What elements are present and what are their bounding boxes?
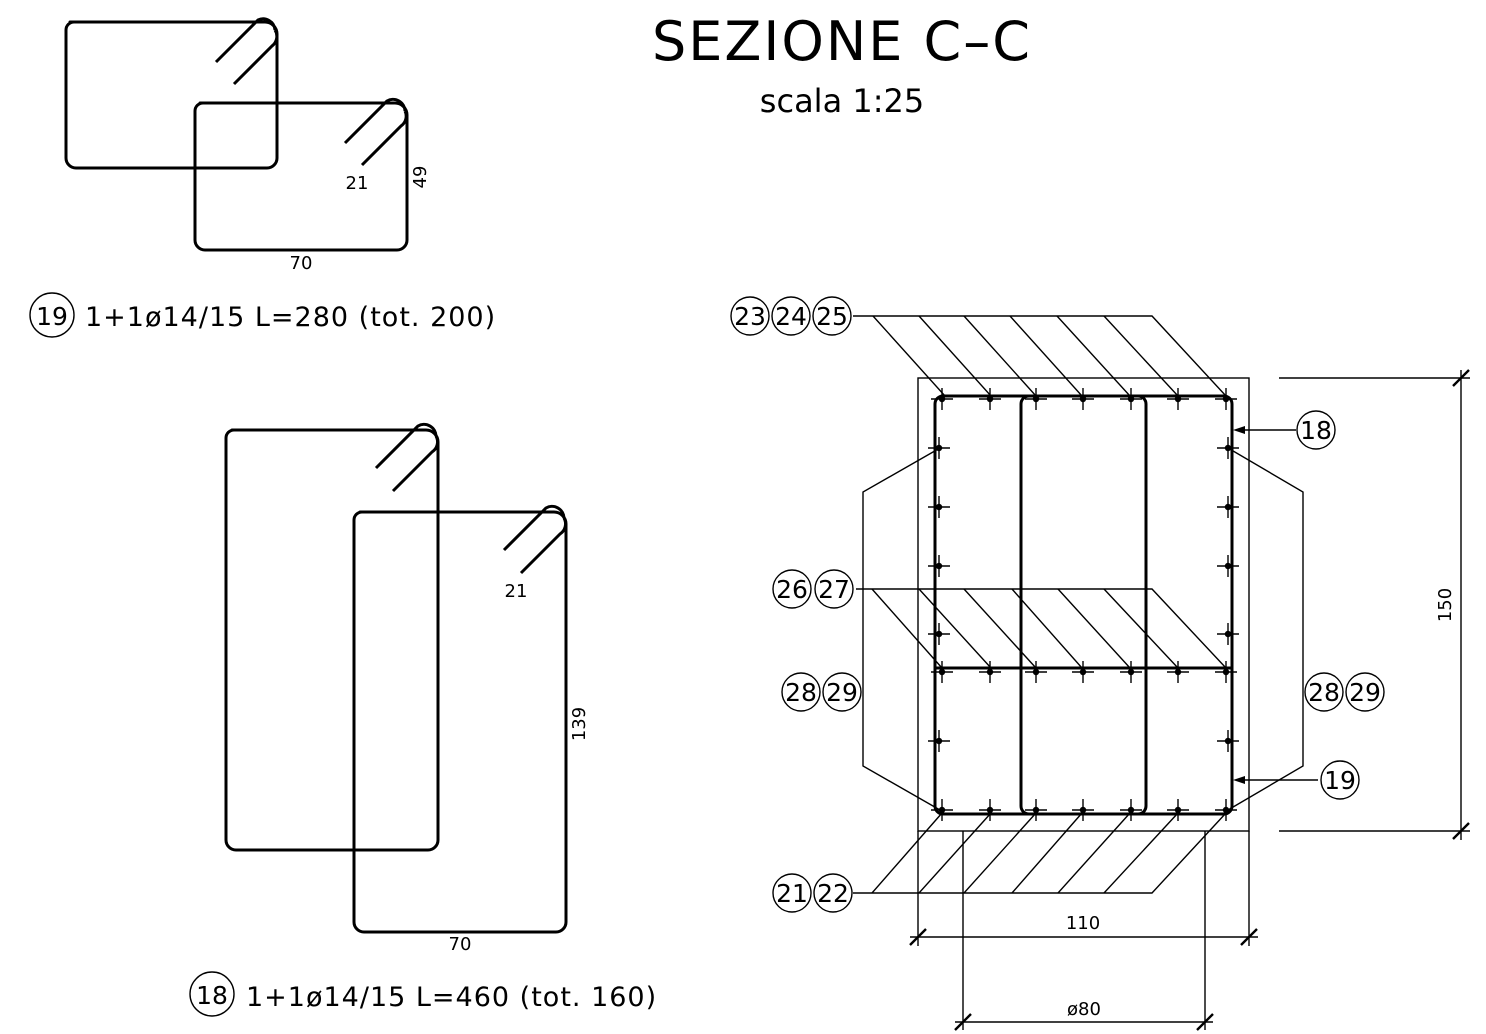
rebar-point [1079, 395, 1087, 403]
stirrup-19-spec: 1+1ø14/15 L=280 (tot. 200) [85, 302, 496, 333]
section-rebars [928, 388, 1239, 821]
stirrup-19-width-label: 70 [290, 253, 313, 274]
svg-text:29: 29 [1349, 678, 1381, 707]
rebar-point [1032, 395, 1040, 403]
rebar-point [1222, 395, 1230, 403]
stirrup-19-height-label: 49 [410, 166, 431, 189]
svg-text:22: 22 [817, 879, 849, 908]
svg-text:25: 25 [816, 302, 848, 331]
rebar-point [935, 562, 943, 570]
rebar-point [935, 737, 943, 745]
stirrup-18-hook-label: 21 [505, 581, 528, 602]
stirrup-18-shape [224, 422, 568, 934]
rebar-point [1222, 806, 1230, 814]
rebar-point [1174, 668, 1182, 676]
rebar-point [1127, 806, 1135, 814]
svg-text:23: 23 [734, 302, 766, 331]
stirrup-18-height-label: 139 [569, 707, 590, 741]
svg-text:24: 24 [775, 302, 807, 331]
svg-text:18: 18 [1300, 416, 1332, 445]
svg-text:28: 28 [785, 678, 817, 707]
callout-21-22: 21 22 [772, 873, 853, 913]
section-width-label: 110 [1066, 913, 1100, 934]
stirrup-19-hook-label: 21 [346, 173, 369, 194]
svg-text:28: 28 [1308, 678, 1340, 707]
rebar-point [1174, 806, 1182, 814]
svg-text:21: 21 [776, 879, 808, 908]
rebar-point [938, 806, 946, 814]
svg-text:19: 19 [1324, 766, 1356, 795]
callout-28-29-left: 28 29 [781, 672, 862, 712]
rebar-point [986, 806, 994, 814]
svg-text:19: 19 [36, 302, 68, 331]
svg-text:27: 27 [818, 575, 850, 604]
section-diameter-label: ø80 [1067, 999, 1101, 1020]
stirrup-18-mark: 18 [189, 971, 235, 1017]
svg-text:26: 26 [776, 575, 808, 604]
rebar-point [1224, 503, 1232, 511]
rebar-point [938, 395, 946, 403]
callout-28-29-right: 28 29 [1304, 672, 1385, 712]
section-outline [917, 377, 1250, 832]
rebar-point [1224, 630, 1232, 638]
rebar-point [1032, 668, 1040, 676]
rebar-point [1174, 395, 1182, 403]
callout-23-24-25: 23 24 25 [730, 296, 852, 336]
rebar-point [1224, 737, 1232, 745]
rebar-point [1127, 668, 1135, 676]
rebar-point [938, 668, 946, 676]
callout-18: 18 [1296, 410, 1336, 450]
callout-19: 19 [1320, 760, 1360, 800]
section-height-dimension [1279, 369, 1470, 840]
section-stirrups [933, 394, 1234, 816]
rebar-point [1032, 806, 1040, 814]
stirrup-19-mark: 19 [29, 292, 75, 338]
rebar-point [1079, 806, 1087, 814]
stirrup-18-width-label: 70 [449, 934, 472, 955]
rebar-point [1127, 395, 1135, 403]
rebar-point [986, 668, 994, 676]
section-height-label: 150 [1435, 588, 1456, 622]
stirrup-18-spec: 1+1ø14/15 L=460 (tot. 160) [246, 982, 657, 1013]
callout-26-27: 26 27 [772, 569, 854, 609]
svg-text:18: 18 [196, 981, 228, 1010]
stirrup-19-shape [64, 17, 409, 252]
rebar-point [1079, 668, 1087, 676]
drawing-title: SEZIONE C–C [652, 10, 1032, 73]
rebar-point [935, 503, 943, 511]
rebar-point [1222, 668, 1230, 676]
svg-text:29: 29 [826, 678, 858, 707]
drawing-scale: scala 1:25 [760, 82, 924, 120]
rebar-point [986, 395, 994, 403]
section-leaders [853, 315, 1318, 894]
rebar-point [1224, 562, 1232, 570]
section-diameter-dimension [954, 831, 1214, 1031]
rebar-point [935, 630, 943, 638]
section-width-dimension [909, 831, 1258, 946]
